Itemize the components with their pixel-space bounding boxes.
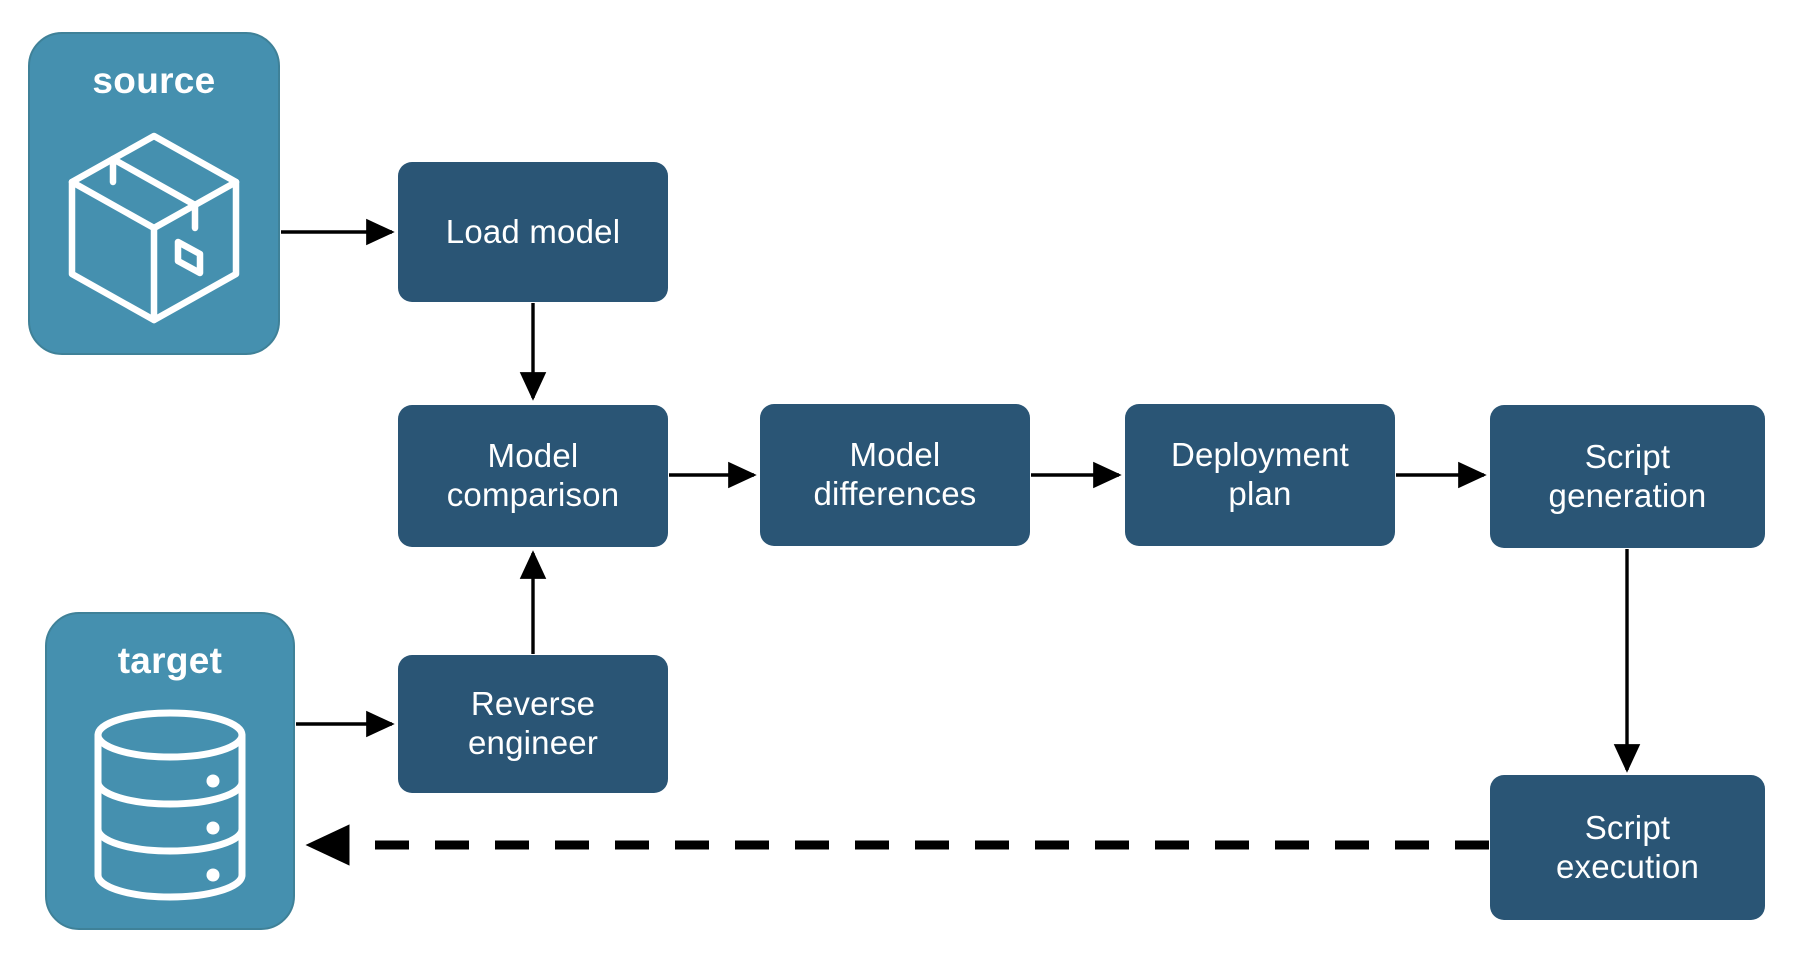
endpoint-label-source: source xyxy=(92,60,216,101)
process-node-deployment-plan[interactable]: Deployment plan xyxy=(1125,404,1395,546)
process-label-deployment-plan: Deployment plan xyxy=(1170,436,1350,512)
package-box-icon xyxy=(30,102,278,353)
endpoint-label-target: target xyxy=(117,640,223,681)
database-cylinder-icon xyxy=(47,682,293,928)
process-label-model-comparison: Model comparison xyxy=(446,437,620,513)
process-node-load-model[interactable]: Load model xyxy=(398,162,668,302)
process-node-reverse-engineer[interactable]: Reverse engineer xyxy=(398,655,668,793)
process-node-model-comparison[interactable]: Model comparison xyxy=(398,405,668,547)
process-node-script-execution[interactable]: Script execution xyxy=(1490,775,1765,920)
process-label-reverse-engineer: Reverse engineer xyxy=(467,685,599,761)
process-node-script-generation[interactable]: Script generation xyxy=(1490,405,1765,548)
process-label-model-differences: Model differences xyxy=(813,436,977,512)
process-label-script-generation: Script generation xyxy=(1548,437,1707,514)
process-label-script-execution: Script execution xyxy=(1555,808,1700,885)
endpoint-node-source[interactable]: source xyxy=(28,32,280,355)
process-node-model-differences[interactable]: Model differences xyxy=(760,404,1030,546)
endpoint-node-target[interactable]: target xyxy=(45,612,295,930)
process-label-load-model: Load model xyxy=(445,212,621,250)
